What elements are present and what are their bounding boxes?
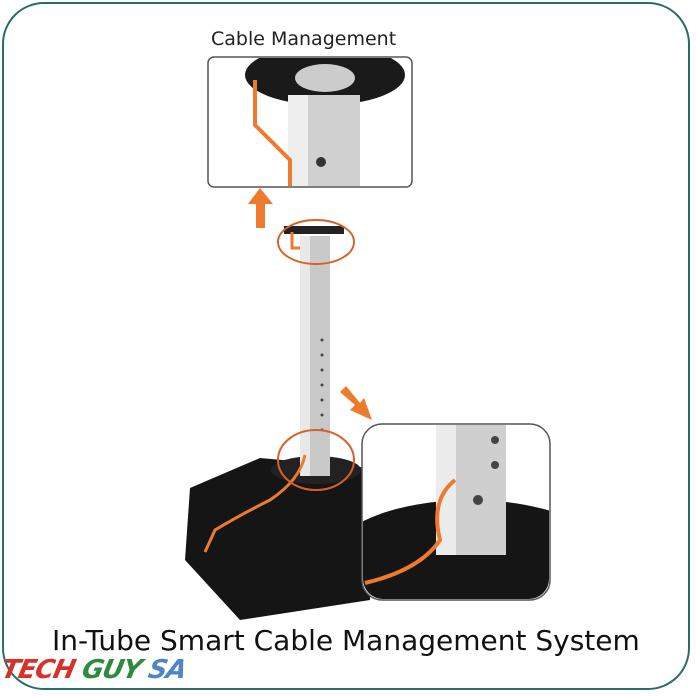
pole-holes — [320, 338, 324, 432]
logo-sa: SA — [145, 655, 189, 685]
projector-body — [185, 458, 370, 620]
callout-top — [277, 219, 355, 265]
rounded-border — [2, 2, 690, 690]
arrow-up-icon — [248, 188, 273, 228]
cable — [203, 454, 307, 553]
inset-title: Cable Management — [211, 28, 397, 50]
logo-tech: TECH — [0, 655, 86, 685]
ceiling-plate — [284, 226, 344, 234]
logo-guy: GUY — [79, 655, 152, 685]
arrow-down-right-icon — [340, 386, 372, 420]
callout-bottom — [277, 429, 355, 491]
logo: TECH GUY SA — [0, 655, 189, 685]
caption: In-Tube Smart Cable Management System — [52, 624, 640, 657]
